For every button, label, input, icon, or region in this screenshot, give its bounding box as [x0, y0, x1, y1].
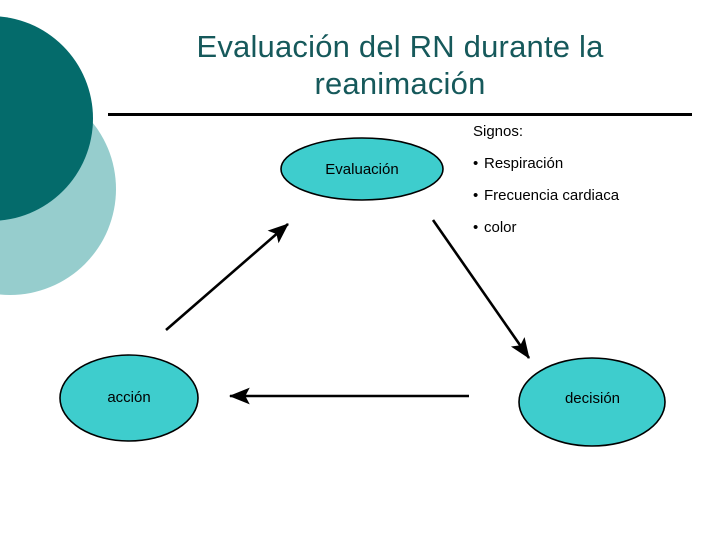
bullet-icon: • — [473, 187, 479, 204]
node-decision[interactable] — [518, 357, 666, 447]
node-decision-label: decisión — [564, 390, 621, 407]
slide-title: Evaluación del RN durante la reanimación — [196, 29, 604, 101]
signos-item-color: • color — [473, 219, 713, 237]
signos-item-label: Respiración — [484, 155, 564, 172]
signos-heading: Signos: — [473, 123, 524, 140]
signos-item-respiracion: • Respiración — [473, 155, 713, 173]
signos-item-frecuencia-cardiaca: • Frecuencia cardiaca — [473, 187, 713, 205]
arrow-evaluacion-to-decision — [431, 219, 531, 359]
signos-item-label: color — [484, 219, 517, 236]
node-evaluacion-label: Evaluación — [325, 161, 399, 178]
bullet-icon: • — [473, 219, 479, 236]
node-accion[interactable] — [59, 354, 199, 442]
arrow-accion-to-evaluacion — [165, 223, 289, 331]
node-evaluacion[interactable] — [280, 137, 444, 201]
signos-item-label: Frecuencia cardiaca — [484, 187, 620, 204]
bullet-icon: • — [473, 155, 479, 172]
node-accion-label: acción — [107, 389, 151, 406]
signos-list: • Respiración • Frecuencia cardiaca • co… — [473, 155, 713, 237]
signos-block: Signos: • Respiración • Frecuencia cardi… — [473, 123, 713, 251]
title-divider — [108, 113, 692, 116]
